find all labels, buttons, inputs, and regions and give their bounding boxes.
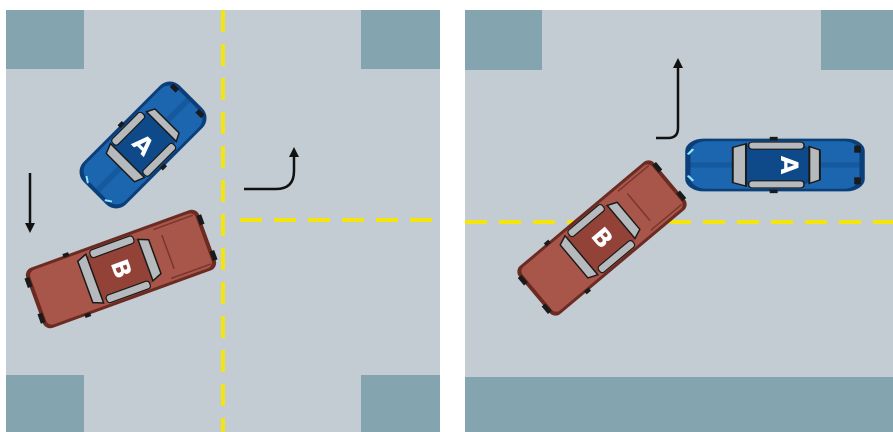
car-b-red-sedan-icon: B xyxy=(20,204,222,334)
sidewalk-bottom-right xyxy=(361,375,440,432)
sidewalk-top-right xyxy=(361,10,440,69)
car-b-red-sedan-icon: B xyxy=(510,153,694,323)
sidewalk-top-left xyxy=(465,10,542,70)
sidewalk-top-right xyxy=(821,10,893,70)
car-a-blue-sedan-icon: A xyxy=(71,73,215,217)
car-a-blue-sedan-icon: A xyxy=(683,135,867,195)
sidewalk-top-left xyxy=(6,10,84,69)
car-a-label: A xyxy=(775,156,803,175)
sidewalk-bottom xyxy=(465,377,893,432)
turn-right-then-up-arrow-icon xyxy=(244,147,299,191)
left-intersection-panel: A B xyxy=(6,10,440,432)
right-intersection-panel: A B xyxy=(465,10,893,432)
turn-up-arrow-icon xyxy=(656,58,683,140)
sidewalk-bottom-left xyxy=(6,375,84,432)
